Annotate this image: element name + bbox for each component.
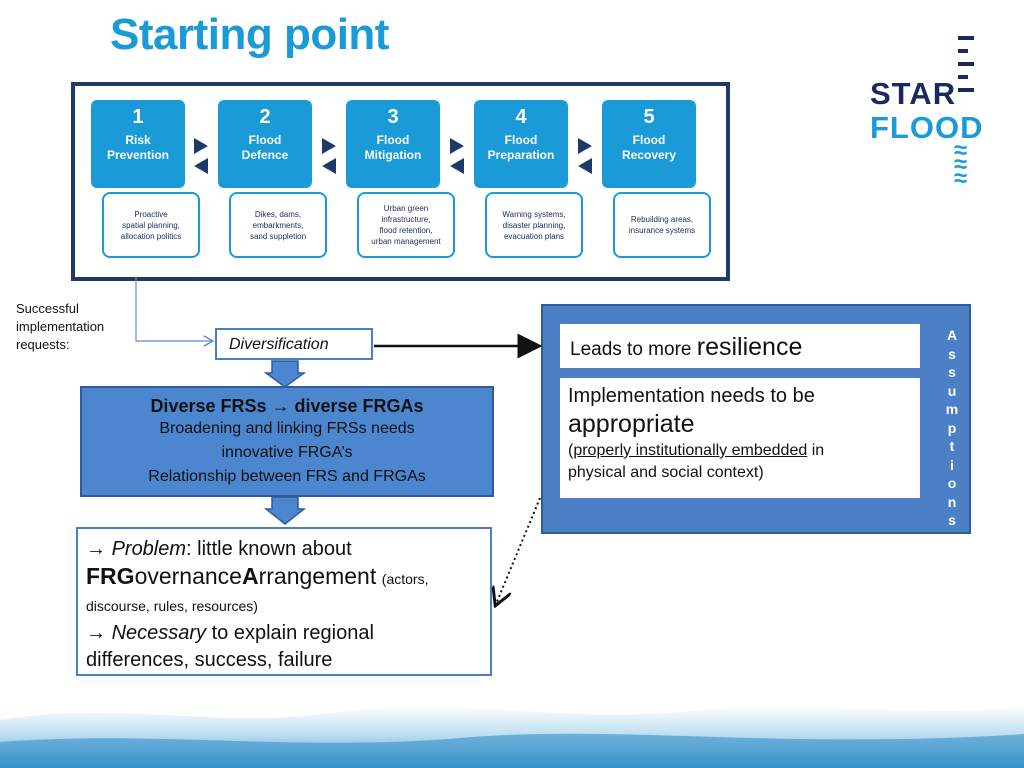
water-decoration <box>0 706 1024 768</box>
appropriate-box: Implementation needs to be appropriate (… <box>560 378 920 498</box>
arrow-right-icon: → <box>86 622 106 644</box>
down-arrow-icon <box>263 496 307 525</box>
frs-line-3: Relationship between FRS and FRGAs <box>148 468 426 485</box>
bidirectional-arrow-icon <box>450 138 464 174</box>
step-description-5: Rebuilding areas,insurance systems <box>613 192 711 258</box>
arrow-right-icon: → <box>86 538 106 560</box>
step-description-2: Dikes, dams,embarkments,sand suppletion <box>229 192 327 258</box>
frs-line-2: innovative FRGA’s <box>221 444 353 461</box>
dotted-arrow-to-problem <box>496 497 541 604</box>
assumptions-panel: Leads to more resilience Implementation … <box>541 304 971 534</box>
bidirectional-arrow-icon <box>194 138 208 174</box>
problem-box: → Problem: little known about FRGovernan… <box>76 527 492 676</box>
logo-text-star: STAR <box>870 76 957 111</box>
slide-title: Starting point <box>110 10 389 59</box>
bidirectional-arrow-icon <box>578 138 592 174</box>
diversification-box: Diversification <box>215 328 373 360</box>
step-description-4: Warning systems,disaster planning,evacua… <box>485 192 583 258</box>
bidirectional-arrow-icon <box>322 138 336 174</box>
logo-bars-icon <box>958 36 974 101</box>
resilience-box: Leads to more resilience <box>560 324 920 368</box>
frs-line-1: Broadening and linking FRSs needs <box>159 420 415 437</box>
connector-to-diversification <box>135 277 213 341</box>
down-arrow-icon <box>263 360 307 388</box>
logo-text-flood: FLOOD <box>870 110 984 145</box>
logo-waves-icon: ≈≈≈ <box>954 137 968 192</box>
frs-frga-box: Diverse FRSs → diverse FRGAs Broadening … <box>80 386 494 497</box>
starflood-logo: STAR FLOOD ≈≈≈ <box>866 36 986 196</box>
frs-heading: Diverse FRSs → diverse FRGAs <box>150 396 424 416</box>
